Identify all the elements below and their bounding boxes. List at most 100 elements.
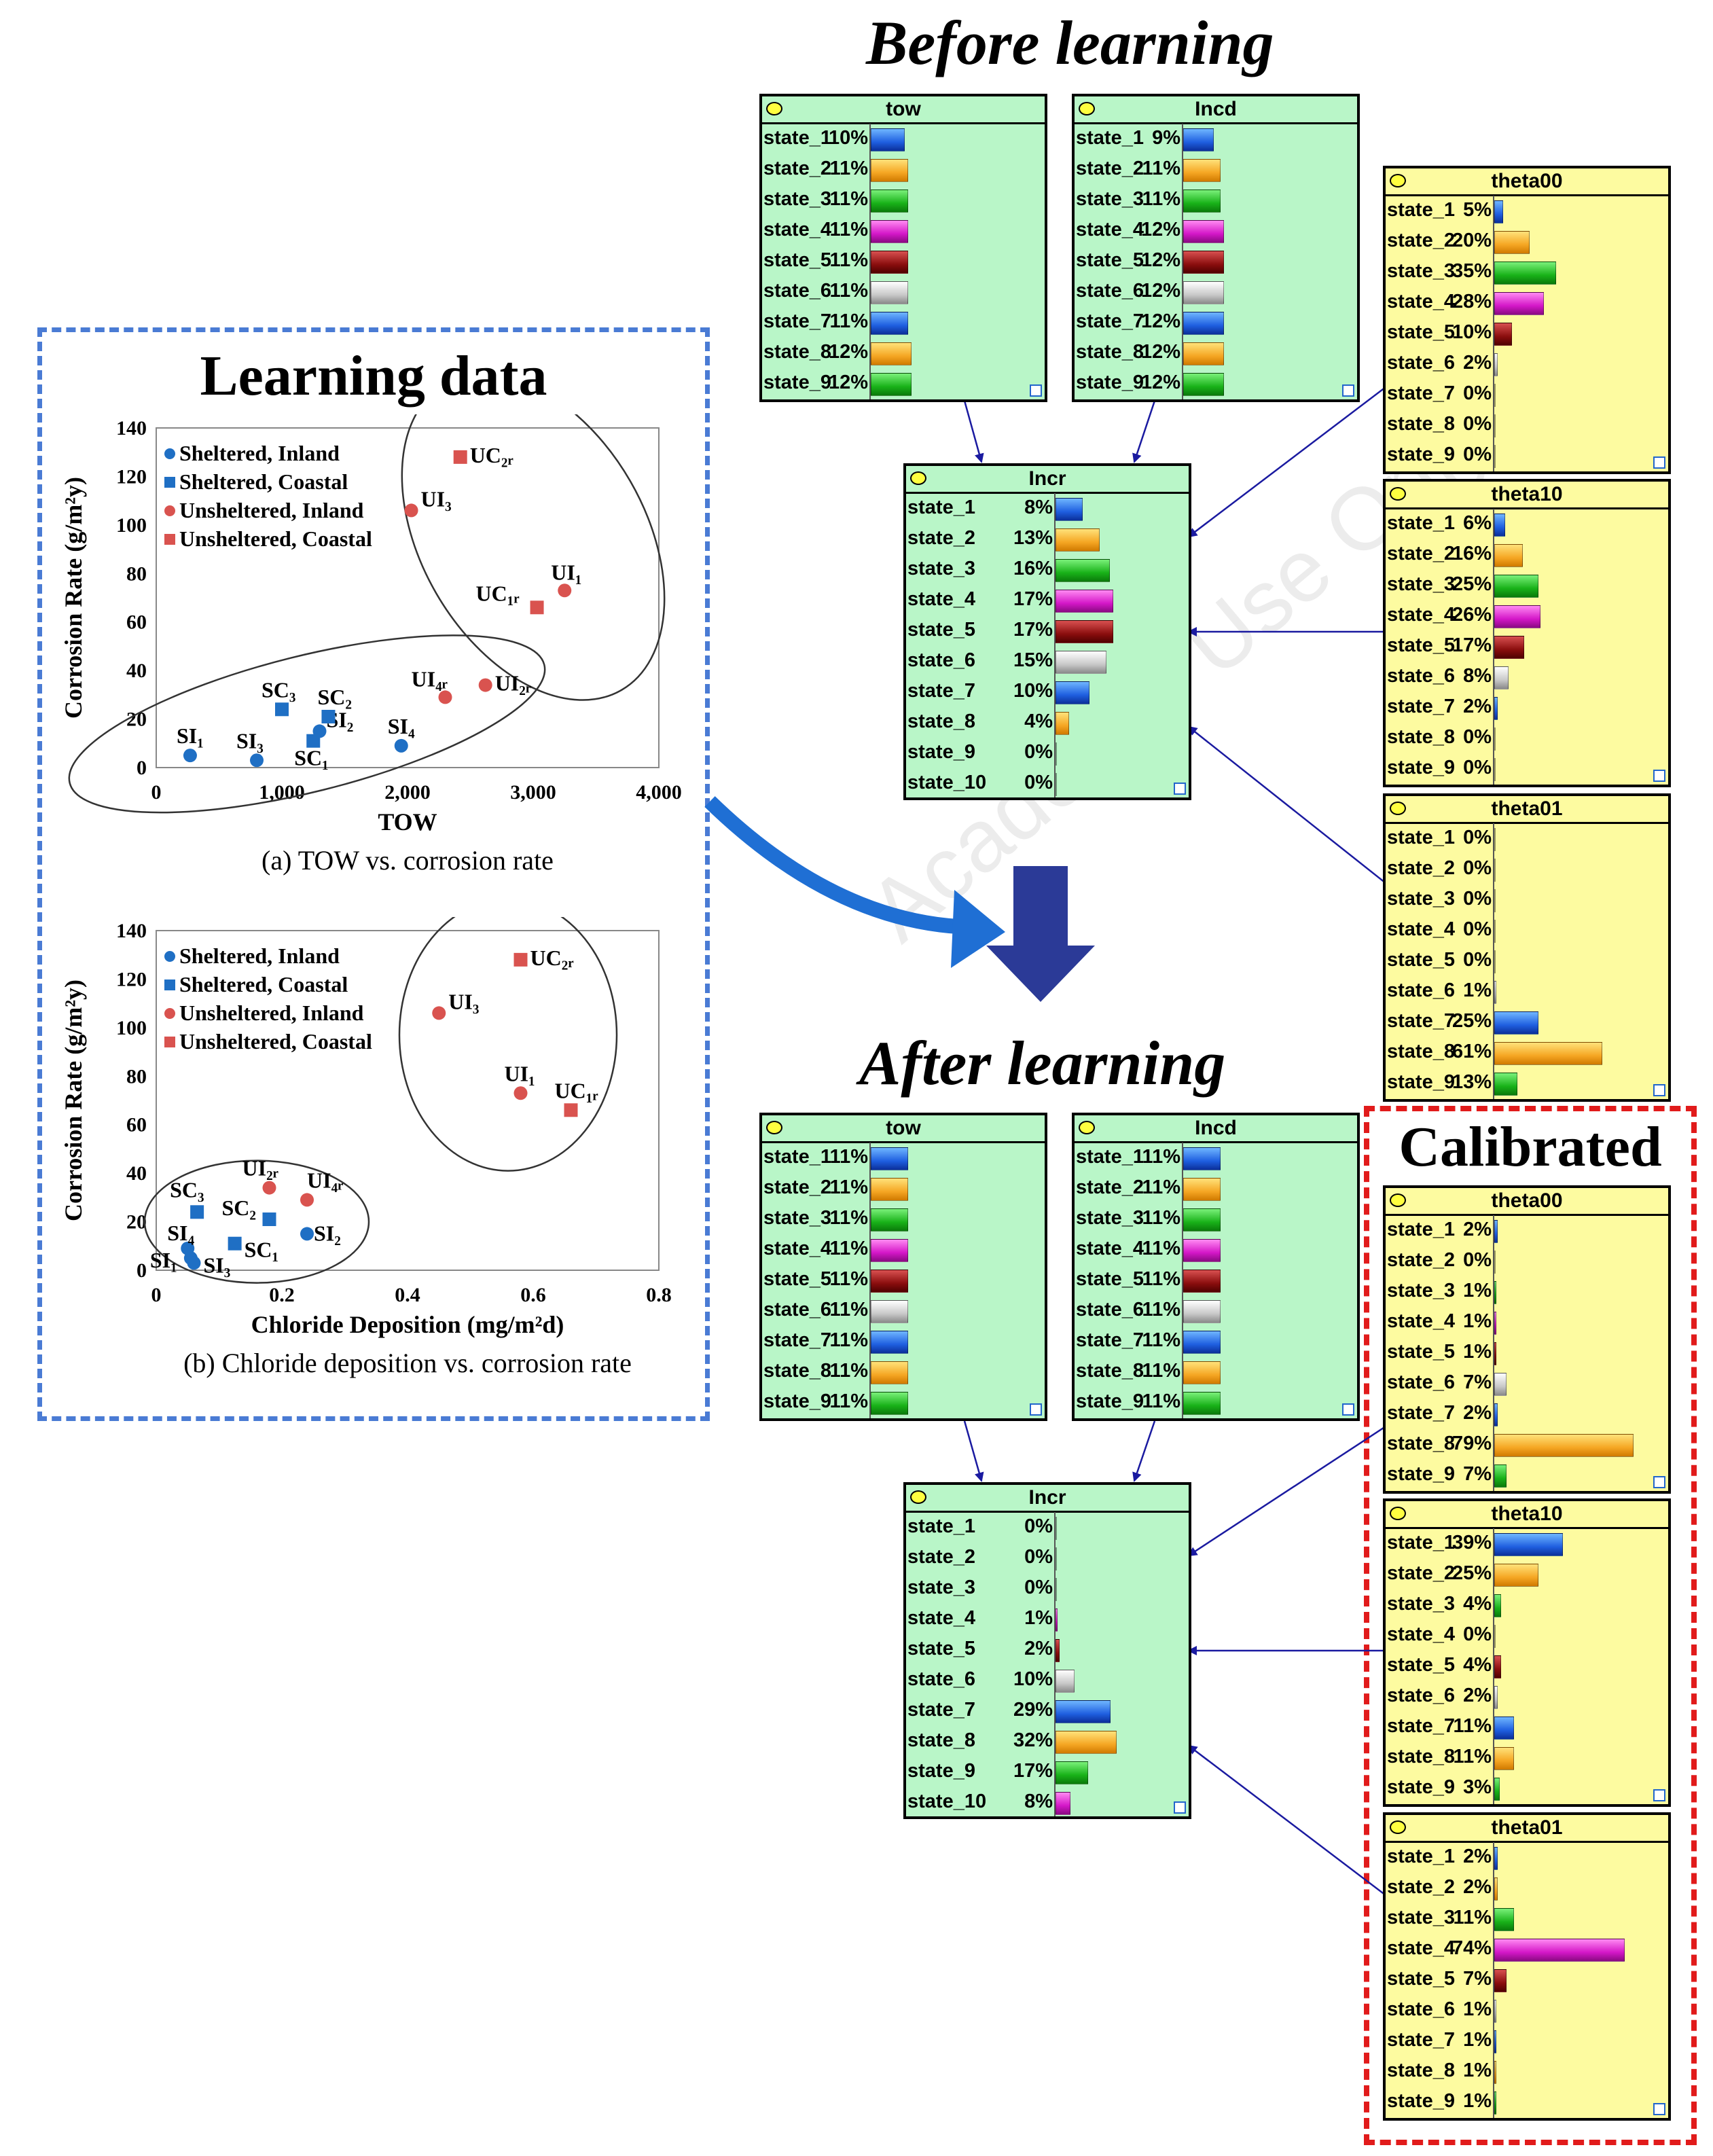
- probability-bar: [1183, 373, 1224, 396]
- state-label: state_9: [1076, 1390, 1144, 1412]
- state-percent: 32%: [1013, 1729, 1053, 1751]
- bulb-icon[interactable]: [1390, 487, 1406, 501]
- node-check-icon[interactable]: [1030, 384, 1042, 397]
- legend-marker: [164, 477, 175, 488]
- state-label: state_1: [1387, 1532, 1455, 1553]
- y-tick-label: 100: [116, 514, 147, 537]
- node-check-icon[interactable]: [1342, 384, 1354, 397]
- state-label: state_7: [907, 1699, 975, 1721]
- bulb-icon[interactable]: [1390, 1193, 1406, 1207]
- state-percent: 7%: [1463, 1371, 1492, 1393]
- state-label: state_9: [1387, 444, 1455, 465]
- node-check-icon[interactable]: [1653, 456, 1665, 469]
- bulb-icon[interactable]: [1390, 1820, 1406, 1834]
- node-header: theta01: [1386, 796, 1668, 824]
- bulb-icon[interactable]: [1390, 1507, 1406, 1520]
- node-check-icon[interactable]: [1174, 783, 1186, 795]
- state-label: state_2: [907, 1546, 975, 1568]
- x-axis-label: Chloride Deposition (mg/m²d): [251, 1311, 564, 1338]
- probability-bar: [1494, 231, 1530, 254]
- state-label: state_9: [1387, 1071, 1455, 1093]
- bulb-icon[interactable]: [766, 102, 782, 115]
- node-check-icon[interactable]: [1342, 1403, 1354, 1416]
- state-percent: 10%: [828, 127, 868, 149]
- node-check-icon[interactable]: [1653, 1476, 1665, 1488]
- x-tick-label: 0: [151, 781, 162, 804]
- state-percent: 11%: [829, 1207, 868, 1229]
- probability-bar: [871, 281, 908, 304]
- node-title: theta01: [1491, 797, 1563, 820]
- state-label: state_7: [1076, 1329, 1144, 1351]
- state-percent: 11%: [1142, 1390, 1180, 1412]
- state-percent: 12%: [1140, 341, 1180, 363]
- node-header: theta00: [1386, 1188, 1668, 1216]
- bulb-icon[interactable]: [910, 1490, 926, 1504]
- node-check-icon[interactable]: [1653, 770, 1665, 782]
- bulb-icon[interactable]: [910, 471, 926, 485]
- state-label: state_7: [1387, 1715, 1455, 1737]
- point-label: UI₂ᵣ: [495, 671, 531, 696]
- point-label: SC₁: [245, 1238, 279, 1262]
- x-axis-label: TOW: [378, 808, 437, 836]
- y-tick-label: 140: [116, 920, 147, 942]
- bulb-icon[interactable]: [766, 1121, 782, 1134]
- state-label: state_2: [763, 158, 831, 179]
- bulb-icon[interactable]: [1390, 802, 1406, 815]
- state-percent: 11%: [1453, 1746, 1492, 1767]
- node-check-icon[interactable]: [1653, 1084, 1665, 1096]
- point-label: SC₃: [262, 677, 296, 702]
- probability-bar: [1494, 2061, 1496, 2084]
- node-title: Incr: [1028, 1486, 1066, 1509]
- probability-bar: [1494, 1011, 1538, 1035]
- node-check-icon[interactable]: [1653, 1789, 1665, 1801]
- state-percent: 11%: [829, 1329, 868, 1351]
- state-label: state_5: [1076, 1268, 1144, 1290]
- state-percent: 11%: [829, 219, 868, 240]
- down-arrow: [986, 866, 1095, 1002]
- calibrated-title: Calibrated: [1399, 1115, 1662, 1179]
- probability-bar: [1494, 2091, 1496, 2115]
- point-label: UC₁ᵣ: [555, 1078, 598, 1102]
- node-check-icon[interactable]: [1030, 1403, 1042, 1416]
- node-check-icon[interactable]: [1174, 1801, 1186, 1814]
- data-point: [250, 753, 264, 768]
- probability-bar: [1494, 384, 1496, 407]
- probability-bar: [871, 1392, 908, 1415]
- state-label: state_3: [1387, 260, 1455, 282]
- bulb-icon[interactable]: [1079, 102, 1095, 115]
- probability-bar: [1183, 281, 1224, 304]
- node-check-icon[interactable]: [1653, 2103, 1665, 2115]
- node-title: tow: [886, 98, 921, 120]
- state-percent: 4%: [1463, 1654, 1492, 1676]
- x-tick-label: 2,000: [384, 781, 431, 804]
- curved-arrow: [704, 796, 972, 935]
- node-title: theta10: [1491, 483, 1563, 505]
- bulb-icon[interactable]: [1390, 174, 1406, 187]
- probability-bar: [1494, 828, 1496, 851]
- state-label: state_2: [1076, 158, 1144, 179]
- point-label: SI₁: [177, 723, 204, 748]
- state-label: state_1: [1387, 1219, 1455, 1240]
- bulb-icon[interactable]: [1079, 1121, 1095, 1134]
- x-tick-label: 3,000: [510, 781, 556, 804]
- probability-bar: [1494, 920, 1496, 943]
